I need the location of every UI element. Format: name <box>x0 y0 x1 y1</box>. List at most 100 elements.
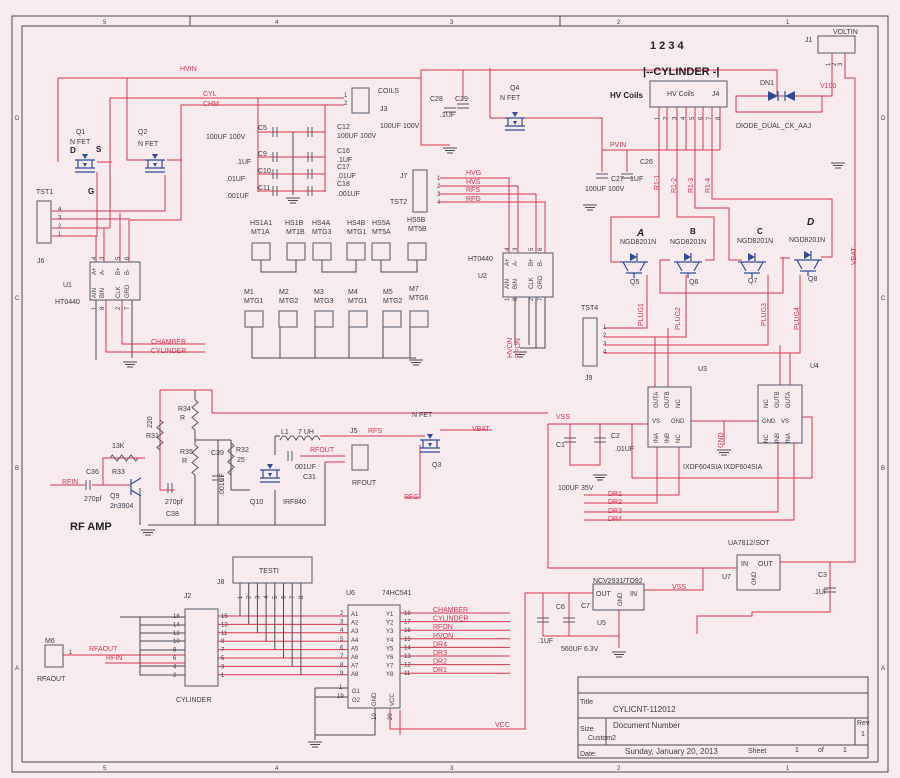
label-q1-d: D <box>70 146 76 155</box>
fet-body <box>420 439 440 453</box>
capacitor-icon <box>167 483 173 493</box>
pin-name: GND <box>671 419 685 425</box>
label-rfon: RFON <box>515 338 522 358</box>
label-ngd-b: NGD8201N <box>670 239 706 246</box>
label-c29: C29 <box>455 96 468 103</box>
ic-u2 <box>502 252 554 298</box>
label-rfaout: RFAOUT <box>89 646 118 653</box>
label-cyl: CYL <box>203 91 217 98</box>
label-q2-type: N FET <box>138 141 159 148</box>
pin-name: NC <box>764 434 770 443</box>
label-ngd-d: NGD8201N <box>789 237 825 244</box>
label-c38-val: 270pf <box>165 499 183 506</box>
pin-number: 3 <box>255 595 261 599</box>
pin-number: 4 <box>437 200 441 206</box>
label-tst4: TST4 <box>581 305 598 312</box>
igbt-transistor-icon <box>794 251 822 276</box>
pin-number: 1 <box>603 325 607 331</box>
resistor-icon <box>156 419 164 451</box>
pin-number: 14 <box>173 622 180 628</box>
label-c17: C17 <box>337 164 350 171</box>
label-hs1: HS1A1 <box>250 220 272 227</box>
pin-number: 3 <box>100 256 106 260</box>
pin-name: A4 <box>351 638 359 644</box>
ground-icon <box>123 361 137 368</box>
net-wire <box>126 78 145 161</box>
pin-name: A6 <box>351 655 359 661</box>
label-u6-g1: G1 <box>352 689 361 695</box>
capacitor-icon <box>621 173 633 179</box>
net-wire <box>676 107 715 261</box>
pin-number: 6 <box>538 247 544 251</box>
connector-j1 <box>817 35 856 54</box>
label-plug3: PLUG3 <box>761 303 768 326</box>
pin-name: OUTB <box>775 391 781 408</box>
label-u6-gnd: GND <box>372 692 378 706</box>
label-c12: C12 <box>337 124 350 131</box>
label-hs4: HS4B <box>347 220 366 227</box>
label-dn1: DN1 <box>760 80 774 87</box>
pin-number: 14 <box>404 645 411 651</box>
capacitor-icon <box>272 127 278 137</box>
label-c2-val: .01UF <box>615 446 634 453</box>
pin-number: 4 <box>340 628 344 634</box>
label-u6-g2: G2 <box>352 698 361 704</box>
label-ngd-a: NGD8201N <box>620 239 656 246</box>
regulator-u7 <box>736 554 781 591</box>
pin-number: 17 <box>404 620 411 626</box>
label-m3: M3 <box>314 289 324 296</box>
pin-number: 9 <box>340 671 344 677</box>
net-wire <box>420 70 450 146</box>
igbt-body <box>674 261 702 278</box>
label-c3-val: .1UF <box>813 589 828 596</box>
label-u7-out: OUT <box>758 561 774 568</box>
zone-row-label: D <box>881 116 886 122</box>
net-wire <box>696 561 831 634</box>
ground-icon <box>141 529 155 536</box>
pin-number: 13 <box>404 654 411 660</box>
label-m6-p1: 1 <box>69 650 73 656</box>
net-wire <box>659 258 784 294</box>
pin-number: 18 <box>404 611 411 617</box>
wire <box>315 708 376 736</box>
pin-number: 6 <box>340 645 344 651</box>
label-m4: M4 <box>348 289 358 296</box>
label-c29-val: .1UF <box>440 112 455 119</box>
rev-value: 1 <box>861 731 865 738</box>
pin-number: 3 <box>672 116 678 120</box>
pin-number: 8 <box>100 306 106 310</box>
label-r35-val: R <box>182 458 187 465</box>
label-u7-gnd: GND <box>752 571 758 585</box>
label-hs2b: MT1B <box>286 229 305 236</box>
label-rfaout-conn: RFAOUT <box>37 676 66 683</box>
fet-arrow <box>153 163 157 167</box>
zone-column-label: 4 <box>275 20 279 26</box>
pin-number: 2 <box>529 297 535 301</box>
label-plug4: PLUG4 <box>794 307 801 330</box>
pin-number: 8 <box>513 297 519 301</box>
net-wire <box>52 172 98 237</box>
label-c7: C7 <box>581 603 590 610</box>
label-r34: R34 <box>178 406 191 413</box>
pin-number: 5 <box>221 656 225 662</box>
label-c28: C28 <box>430 96 443 103</box>
capacitor-icon <box>272 152 278 162</box>
pin-number: 7 <box>538 297 544 301</box>
net-wire <box>644 568 704 591</box>
label-u6-p19: 19 <box>337 694 344 700</box>
wire <box>139 617 185 676</box>
zone-column-label: 2 <box>617 766 621 772</box>
ground-icon <box>593 474 607 481</box>
net-wire <box>584 447 680 496</box>
ic-u3 <box>647 386 692 448</box>
label-u6-p10: 10 <box>372 713 378 720</box>
net-label: CHAMBER <box>433 607 468 614</box>
pin-number: 12 <box>404 663 411 669</box>
pin-name: AIN <box>92 288 98 298</box>
label-c18-val: .001UF <box>337 191 360 198</box>
zone-column-label: 2 <box>617 20 621 26</box>
nfet-transistor-icon <box>420 434 440 453</box>
connector-j9 <box>582 317 598 367</box>
net-wire <box>584 443 795 521</box>
fet-diode <box>82 154 88 159</box>
